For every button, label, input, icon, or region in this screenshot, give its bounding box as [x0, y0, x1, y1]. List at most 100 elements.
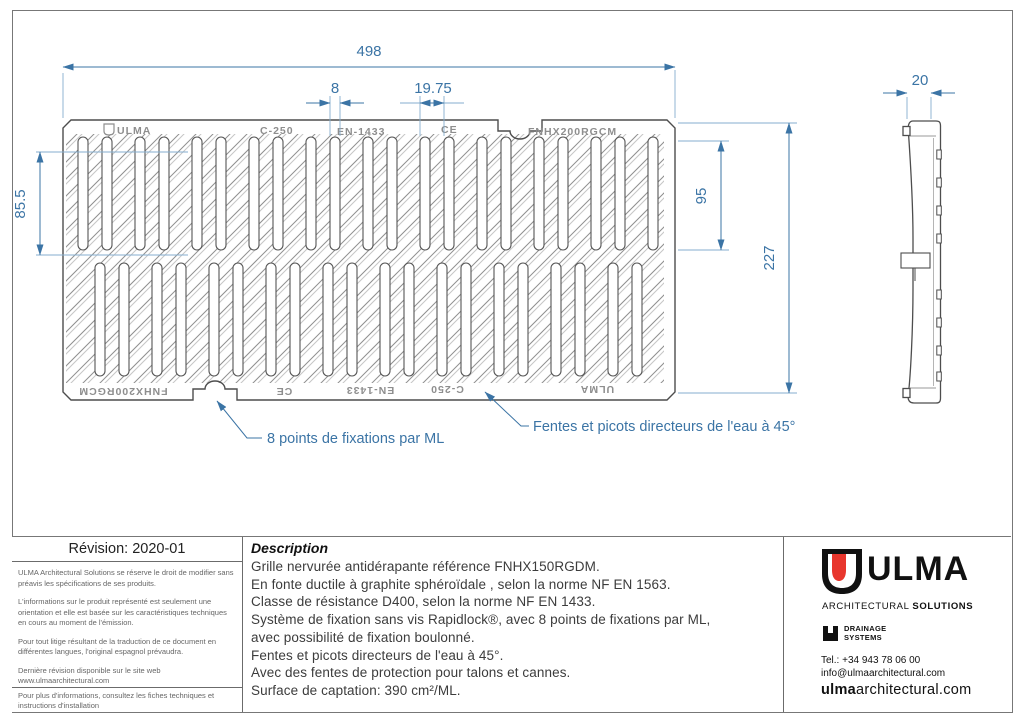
slot	[574, 262, 586, 377]
marking-norm-mirrored: EN-1433	[346, 384, 394, 396]
tagline-normal: ARCHITECTURAL	[822, 601, 913, 612]
dim-8: 8	[306, 80, 364, 136]
slot	[379, 262, 391, 377]
dim-95: 95	[678, 140, 729, 251]
description-line: Grille nervurée antidérapante référence …	[251, 559, 600, 574]
slot	[215, 136, 227, 251]
slot	[386, 136, 398, 251]
description-line: Surface de captation: 390 cm²/ML.	[251, 682, 461, 698]
drain-slots	[77, 136, 659, 377]
dim-side-thickness-label: 20	[912, 72, 929, 89]
page-border	[12, 10, 1013, 713]
drainage-division: DRAINAGE SYSTEMS	[822, 624, 887, 642]
side-bottom-hook	[902, 387, 911, 399]
description-line: Classe de résistance D400, selon la norm…	[251, 594, 596, 610]
grate-markings-bottom: FNHX200RGCM CE EN-1433 C-250 ULMA	[78, 383, 614, 397]
marking-class-mirrored: C-250	[430, 383, 464, 395]
slot	[265, 262, 277, 377]
side-rapidlock-tab	[900, 252, 931, 269]
email-address: info@ulmaarchitectural.com	[821, 668, 946, 679]
division-line1: DRAINAGE	[844, 624, 887, 633]
slot	[272, 136, 284, 251]
ulma-logo: ULMA	[821, 549, 969, 595]
revision-column: Révision: 2020-01 ULMA Architectural Sol…	[12, 537, 243, 712]
division-text: DRAINAGE SYSTEMS	[844, 624, 887, 642]
slot	[631, 262, 643, 377]
slot	[607, 262, 619, 377]
disclaimer-3: Pour tout litige résultant de la traduct…	[18, 636, 217, 657]
drainage-icon	[823, 626, 838, 641]
marking-ref: FNHX200RGCM	[528, 126, 617, 138]
description-line: Système de fixation sans vis Rapidlock®,…	[251, 612, 711, 628]
disclaimer-2: L'informations sur le produit représenté…	[18, 597, 227, 627]
description-line: Avec des fentes de protection pour talon…	[251, 665, 571, 681]
dim-85-5: 85.5	[12, 151, 188, 256]
dim-left-height-label: 85.5	[12, 189, 29, 218]
slot	[647, 136, 659, 251]
dim-slot-width-label: 8	[331, 80, 339, 97]
slot	[476, 136, 488, 251]
slot	[305, 136, 317, 251]
slot	[232, 262, 244, 377]
contact-info: Tel.: +34 943 78 06 00 info@ulmaarchitec…	[821, 655, 972, 698]
slot	[550, 262, 562, 377]
slot	[77, 136, 89, 251]
disclaimer-1: ULMA Architectural Solutions se réserve …	[18, 568, 234, 588]
dim-20: 20	[883, 72, 955, 119]
dim-slot-pitch-label: 19.75	[414, 80, 452, 97]
slot	[460, 262, 472, 377]
dim-19-75: 19.75	[400, 80, 464, 136]
annotation-fentes-label: Fentes et picots directeurs de l'eau à 4…	[533, 419, 795, 435]
tagline-bold: SOLUTIONS	[912, 601, 974, 612]
slot	[175, 262, 187, 377]
website-bold: ulma	[821, 682, 857, 698]
slot	[493, 262, 505, 377]
slot	[158, 136, 170, 251]
slot	[590, 136, 602, 251]
marking-ref-mirrored: FNHX200RGCM	[78, 385, 167, 397]
website: ulmaarchitectural.com	[821, 682, 972, 698]
annotation-fixations-label: 8 points de fixations par ML	[267, 431, 444, 447]
title-block: Révision: 2020-01 ULMA Architectural Sol…	[12, 536, 1011, 712]
marking-ce-mirrored: CE	[276, 385, 293, 397]
dim-227: 227	[678, 122, 797, 394]
dim-498: 498	[62, 43, 676, 118]
slot	[322, 262, 334, 377]
grate-markings-top: ULMA C-250 EN-1433 CE FNHX200RGCM	[103, 123, 617, 138]
brand-column: ULMA ARCHITECTURAL SOLUTIONS DRAINAGE SY…	[784, 537, 1011, 712]
slot	[134, 136, 146, 251]
slot	[151, 262, 163, 377]
slot	[443, 136, 455, 251]
slot	[346, 262, 358, 377]
description-line: En fonte ductile à graphite sphéroïdale …	[251, 576, 671, 592]
brand-name: ULMA	[867, 550, 970, 588]
slot	[517, 262, 529, 377]
slot	[101, 136, 113, 251]
marking-ulma-mirrored: ULMA	[580, 383, 614, 395]
disclaimer-4: Dernière révision disponible sur le site…	[18, 665, 161, 686]
marking-norm: EN-1433	[337, 126, 385, 138]
slot	[208, 262, 220, 377]
side-edge-notches	[936, 149, 942, 382]
slot	[557, 136, 569, 251]
description-line: avec possibilité de fixation boulonné.	[251, 629, 475, 645]
slot	[436, 262, 448, 377]
description-line: Fentes et picots directeurs de l'eau à 4…	[251, 647, 504, 663]
side-top-hook	[902, 125, 911, 137]
dim-total-height-label: 227	[761, 245, 778, 270]
dimensions: 498 8 19.75 85.5 9	[12, 43, 955, 394]
slot	[419, 136, 431, 251]
grate-side-view	[900, 120, 942, 404]
marking-ulma: ULMA	[117, 125, 151, 137]
revision-header: Révision: 2020-01	[12, 537, 242, 562]
annotation-fentes: Fentes et picots directeurs de l'eau à 4…	[484, 391, 795, 435]
division-line2: SYSTEMS	[844, 632, 882, 642]
marking-ce: CE	[441, 124, 458, 136]
marking-class: C-250	[260, 125, 294, 137]
grate-outline	[62, 119, 676, 401]
slot	[533, 136, 545, 251]
annotations: 8 points de fixations par ML Fentes et p…	[216, 391, 795, 447]
phone-number: Tel.: +34 943 78 06 00	[821, 655, 921, 666]
ulma-engraved-icon	[103, 123, 115, 136]
